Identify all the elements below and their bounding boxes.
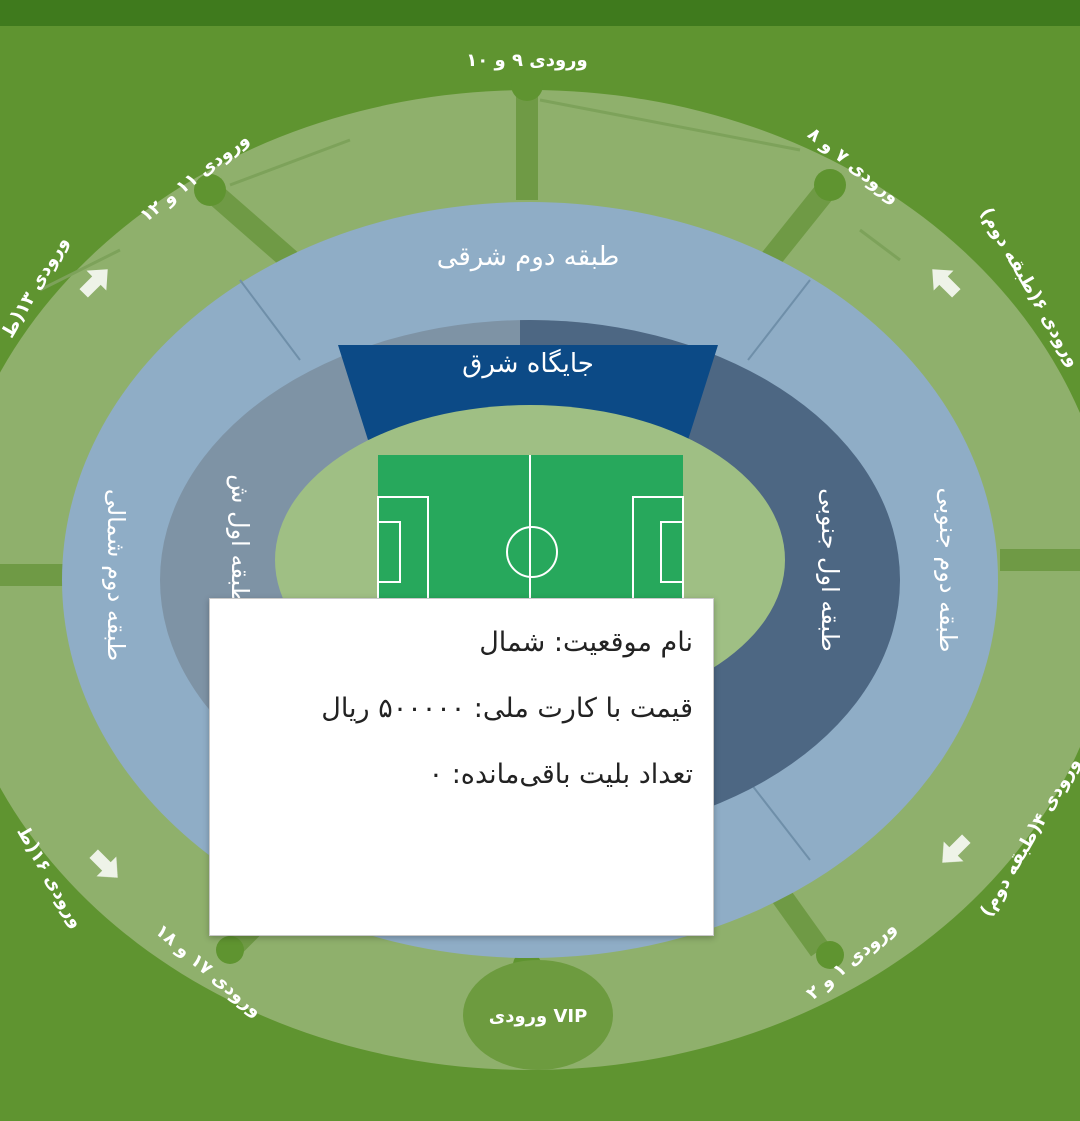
vip-entrance-node[interactable] [463, 960, 613, 1070]
arrow-icon [79, 269, 108, 298]
entrance-9-10-label: ورودی ۹ و ۱۰ [466, 50, 587, 71]
location-name: نام موقعیت: شمال [479, 627, 693, 658]
arrow-icon [932, 269, 961, 298]
seat-info-popup: نام موقعیت: شمال قیمت با کارت ملی: ۵۰۰۰۰… [209, 598, 714, 936]
north-tier1-label: طبقه اول ش [226, 474, 254, 606]
south-tier2-label: طبقه دوم جنوبی [934, 488, 962, 653]
concourse-dividers [39, 98, 901, 292]
entrance-arrows [79, 269, 971, 878]
arrow-icon [89, 849, 118, 878]
south-tier1-label: طبقه اول جنوبی [816, 488, 844, 651]
vip-entrance-label: ورودی VIP [489, 1006, 588, 1027]
east-tier2-label: طبقه دوم شرقی [437, 242, 620, 272]
arrow-icon [942, 834, 971, 863]
remaining-tickets: تعداد بلیت باقی‌مانده: ۰ [428, 759, 693, 790]
national-card-price: قیمت با کارت ملی: ۵۰۰۰۰۰ ریال [321, 693, 693, 724]
east-stand-label: جایگاه شرق [462, 348, 594, 379]
north-tier2-label: طبقه دوم شمالی [102, 489, 130, 661]
tier2-dividers [239, 279, 811, 861]
top-bar [0, 0, 1080, 26]
